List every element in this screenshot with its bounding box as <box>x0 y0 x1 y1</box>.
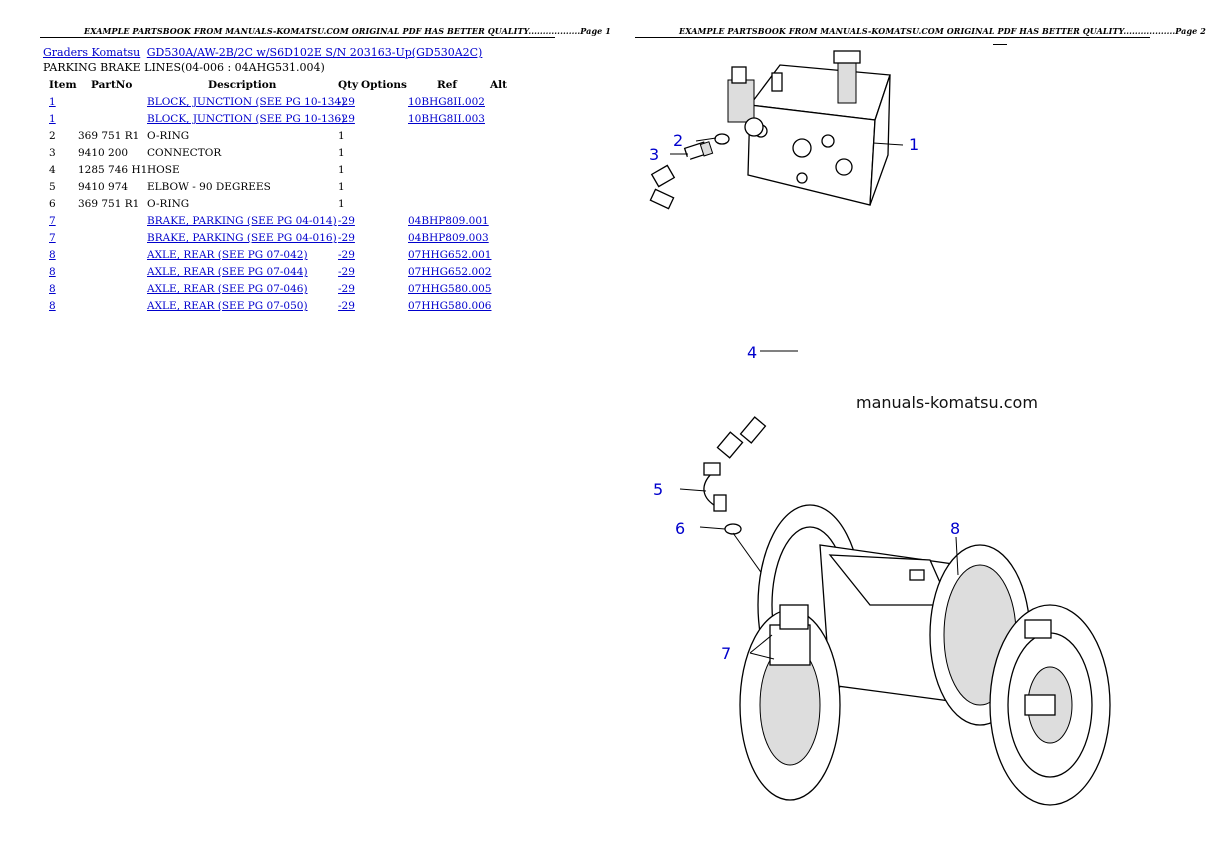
cell-description: O-RING <box>147 130 190 142</box>
header-rule <box>635 37 1150 38</box>
cell-item-link[interactable]: 7 <box>49 215 56 227</box>
table-row[interactable]: 7 BRAKE, PARKING (SEE PG 04-014)-29 04BHP8… <box>43 213 523 230</box>
table-row: 2 369 751 R1 O-RING 1 <box>43 128 523 145</box>
cell-description-link[interactable]: BRAKE, PARKING (SEE PG 04-014) <box>147 215 337 227</box>
cell-partno: 9410 200 <box>78 147 129 159</box>
cell-description: HOSE <box>147 164 180 176</box>
cell-qty-link[interactable]: -29 <box>338 266 355 278</box>
cell-item-link[interactable]: 8 <box>49 249 56 261</box>
cell-ref-link[interactable]: 04BHP809.001 <box>408 215 489 227</box>
column-header-description: Description <box>208 79 277 91</box>
column-header-partno: PartNo <box>91 79 133 91</box>
cell-ref-link[interactable]: 10BHG8II.002 <box>408 96 485 108</box>
page-title: PARKING BRAKE LINES(04-006 : 04AHG531.00… <box>43 61 325 74</box>
parts-diagram: 1 2 3 4 5 6 7 8 manuals-komatsu.com <box>649 50 1111 806</box>
table-row[interactable]: 8 AXLE, REAR (SEE PG 07-046) -29 07HHG580.0… <box>43 281 523 298</box>
cell-ref-link[interactable]: 07HHG652.001 <box>408 249 492 261</box>
cell-qty-link[interactable]: -29 <box>338 96 355 108</box>
cell-description-link[interactable]: AXLE, REAR (SEE PG 07-044) <box>147 266 308 278</box>
table-row[interactable]: 7 BRAKE, PARKING (SEE PG 04-016)-29 04BHP8… <box>43 230 523 247</box>
table-row[interactable]: 1 BLOCK, JUNCTION (SEE PG 10-136)-29 10BHG… <box>43 111 523 128</box>
table-row[interactable]: 8 AXLE, REAR (SEE PG 07-042) -29 07HHG652.0… <box>43 247 523 264</box>
breadcrumb: Graders Komatsu GD530A/AW-2B/2C w/S6D102… <box>43 46 482 59</box>
cell-qty-link[interactable]: -29 <box>338 232 355 244</box>
breadcrumb-brand-link[interactable]: Graders Komatsu <box>43 46 141 59</box>
cell-qty-link[interactable]: -29 <box>338 113 355 125</box>
cell-ref-link[interactable]: 07HHG580.005 <box>408 283 492 295</box>
page-1: EXAMPLE PARTSBOOK FROM MANUALS-KOMATSU.C… <box>0 0 611 842</box>
callout-7: 7 <box>721 644 731 663</box>
cell-item-link[interactable]: 7 <box>49 232 56 244</box>
cell-qty: 1 <box>338 130 345 142</box>
column-header-item: Item <box>49 79 77 91</box>
cell-item-link[interactable]: 8 <box>49 266 56 278</box>
callout-6: 6 <box>675 519 685 538</box>
callout-4: 4 <box>747 343 757 362</box>
cell-description: CONNECTOR <box>147 147 222 159</box>
table-row: 3 9410 200 CONNECTOR 1 <box>43 145 523 162</box>
cell-description-link[interactable]: AXLE, REAR (SEE PG 07-046) <box>147 283 308 295</box>
callout-3: 3 <box>649 145 659 164</box>
cell-description: O-RING <box>147 198 190 210</box>
elbow-oring-drawing <box>703 462 742 535</box>
page-header: EXAMPLE PARTSBOOK FROM MANUALS-KOMATSU.C… <box>84 26 611 36</box>
cell-description-link[interactable]: BRAKE, PARKING (SEE PG 04-016) <box>147 232 337 244</box>
cell-partno: 9410 974 <box>78 181 129 193</box>
cell-qty: 1 <box>338 147 345 159</box>
callout-2: 2 <box>673 131 683 150</box>
callout-1: 1 <box>909 135 919 154</box>
cell-item: 2 <box>49 130 56 142</box>
cell-partno: 369 751 R1 <box>78 130 140 142</box>
cell-item-link[interactable]: 8 <box>49 300 56 312</box>
column-header-options: Options <box>361 79 407 91</box>
cell-item: 5 <box>49 181 56 193</box>
cell-partno: 1285 746 H1 <box>78 164 148 176</box>
table-row: 5 9410 974 ELBOW - 90 DEGREES 1 <box>43 179 523 196</box>
table-header-row: Item PartNo Description Qty Options Ref … <box>43 77 523 94</box>
table-row[interactable]: 1 BLOCK, JUNCTION (SEE PG 10-134)-29 10BHG… <box>43 94 523 111</box>
cell-description-link[interactable]: AXLE, REAR (SEE PG 07-050) <box>147 300 308 312</box>
short-rule <box>993 44 1007 45</box>
page-2: EXAMPLE PARTSBOOK FROM MANUALS-KOMATSU.C… <box>595 0 1206 842</box>
column-header-qty: Qty <box>338 79 359 91</box>
table-row[interactable]: 8 AXLE, REAR (SEE PG 07-044) -29 07HHG652.0… <box>43 264 523 281</box>
cell-qty-link[interactable]: -29 <box>338 300 355 312</box>
cell-qty: 1 <box>338 181 345 193</box>
watermark-text: manuals-komatsu.com <box>856 393 1038 412</box>
cell-ref-link[interactable]: 07HHG652.002 <box>408 266 492 278</box>
cell-qty: 1 <box>338 198 345 210</box>
cell-description-link[interactable]: BLOCK, JUNCTION (SEE PG 10-136) <box>147 113 346 125</box>
cell-description: ELBOW - 90 DEGREES <box>147 181 271 193</box>
cell-qty: 1 <box>338 164 345 176</box>
cell-item-link[interactable]: 8 <box>49 283 56 295</box>
page-header: EXAMPLE PARTSBOOK FROM MANUALS-KOMATSU.C… <box>679 26 1206 36</box>
cell-ref-link[interactable]: 10BHG8II.003 <box>408 113 485 125</box>
axle-drawing <box>739 504 1111 806</box>
cell-item: 3 <box>49 147 56 159</box>
cell-item-link[interactable]: 1 <box>49 113 56 125</box>
table-row[interactable]: 8 AXLE, REAR (SEE PG 07-050) -29 07HHG580.0… <box>43 298 523 315</box>
cell-partno: 369 751 R1 <box>78 198 140 210</box>
cell-qty-link[interactable]: -29 <box>338 249 355 261</box>
header-rule <box>40 37 555 38</box>
oring-connector-drawing <box>683 133 730 161</box>
cell-item: 4 <box>49 164 56 176</box>
cell-description-link[interactable]: AXLE, REAR (SEE PG 07-042) <box>147 249 308 261</box>
junction-block-drawing <box>727 50 891 206</box>
callout-8: 8 <box>950 519 960 538</box>
cell-qty-link[interactable]: -29 <box>338 215 355 227</box>
callout-5: 5 <box>653 480 663 499</box>
column-header-ref: Ref <box>437 79 457 91</box>
table-row: 6 369 751 R1 O-RING 1 <box>43 196 523 213</box>
column-header-alt: Alt <box>490 79 507 91</box>
breadcrumb-model-link[interactable]: GD530A/AW-2B/2C w/S6D102E S/N 203163-Up(… <box>146 46 483 59</box>
cell-ref-link[interactable]: 07HHG580.006 <box>408 300 492 312</box>
cell-item: 6 <box>49 198 56 210</box>
cell-description-link[interactable]: BLOCK, JUNCTION (SEE PG 10-134) <box>147 96 346 108</box>
cell-ref-link[interactable]: 04BHP809.003 <box>408 232 489 244</box>
cell-item-link[interactable]: 1 <box>49 96 56 108</box>
cell-qty-link[interactable]: -29 <box>338 283 355 295</box>
